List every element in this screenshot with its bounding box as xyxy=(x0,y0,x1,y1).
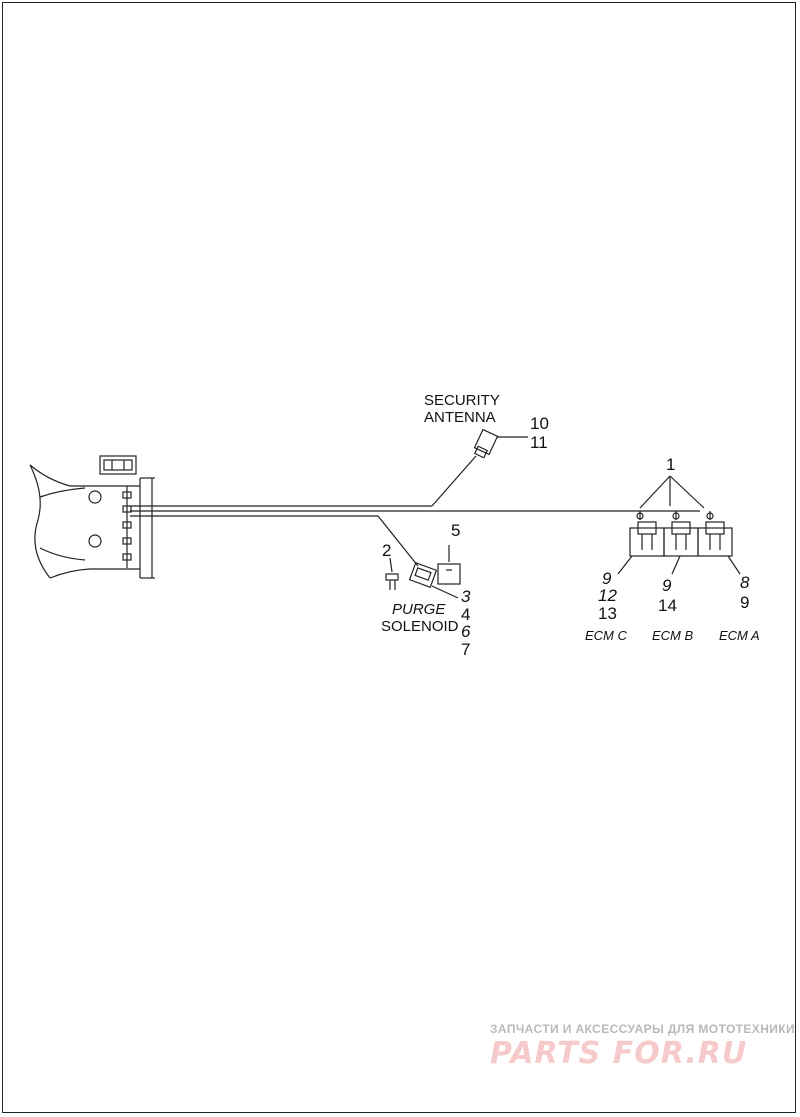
watermark-logo: PARTS FOR.RU xyxy=(490,1036,748,1071)
callout-c-12: 12 xyxy=(598,586,617,605)
callout-5: 5 xyxy=(451,521,461,540)
callout-7: 7 xyxy=(461,640,471,659)
callout-b-9: 9 xyxy=(662,576,672,595)
callout-c-13: 13 xyxy=(598,604,617,623)
security-antenna-label-1: SECURITY xyxy=(424,392,500,409)
ecm-c-connector xyxy=(629,512,665,557)
ecm-b-label: ECM B xyxy=(652,628,694,643)
part-5-bracket xyxy=(437,563,461,585)
watermark-tagline: ЗАПЧАСТИ И АКСЕССУАРЫ ДЛЯ МОТОТЕХНИКИ xyxy=(490,1022,796,1036)
purge-solenoid-connector xyxy=(408,562,438,588)
callout-11: 11 xyxy=(530,433,548,452)
security-antenna-connector xyxy=(473,428,499,459)
callout-10: 10 xyxy=(530,414,549,433)
ecm-a-connector xyxy=(697,512,733,557)
callout-1: 1 xyxy=(666,455,676,474)
frame-hole-lower xyxy=(88,534,102,548)
ecm-c-label: ECM C xyxy=(585,628,627,643)
callout-3: 3 xyxy=(461,587,471,606)
callout-2: 2 xyxy=(382,541,392,560)
ecm-b-connector xyxy=(663,512,699,557)
callout-4: 4 xyxy=(461,605,471,624)
frame-hole-upper xyxy=(88,490,102,504)
callout-c-9: 9 xyxy=(602,569,612,588)
callout-a-8: 8 xyxy=(740,573,750,592)
callout-6: 6 xyxy=(461,622,471,641)
purge-label-2: SOLENOID xyxy=(381,618,459,635)
top-connector xyxy=(99,455,137,475)
frame-bracket xyxy=(29,464,51,579)
ecm-a-label: ECM A xyxy=(719,628,760,643)
callout-a-9: 9 xyxy=(740,593,750,612)
purge-label-1: PURGE xyxy=(392,601,446,618)
callout-b-14: 14 xyxy=(658,596,677,615)
part-2-clip xyxy=(385,573,399,590)
security-antenna-label-2: ANTENNA xyxy=(424,409,496,426)
